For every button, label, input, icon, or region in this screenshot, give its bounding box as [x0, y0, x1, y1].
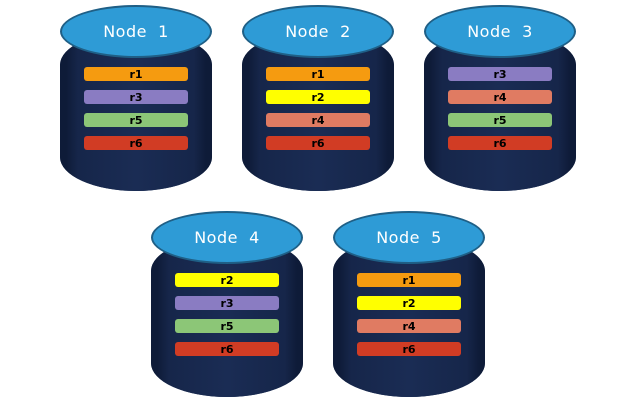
replica-bar[interactable]: r5 [448, 113, 552, 127]
replica-bar[interactable]: r6 [266, 136, 370, 150]
node-label: Node 3 [467, 22, 533, 41]
database-node[interactable]: Node 1 r1 r3 r5 r6 [60, 5, 212, 191]
replica-list: r1 r2 r4 r6 [266, 67, 370, 150]
database-node[interactable]: Node 3 r3 r4 r5 r6 [424, 5, 576, 191]
replica-bar[interactable]: r1 [357, 273, 461, 287]
replica-bar[interactable]: r6 [175, 342, 279, 356]
replica-bar[interactable]: r1 [84, 67, 188, 81]
replica-bar[interactable]: r5 [84, 113, 188, 127]
replica-bar[interactable]: r4 [357, 319, 461, 333]
replica-bar[interactable]: r3 [448, 67, 552, 81]
replica-bar[interactable]: r2 [357, 296, 461, 310]
cylinder-top-ellipse: Node 2 [242, 5, 394, 58]
replica-list: r1 r3 r5 r6 [84, 67, 188, 150]
replica-bar[interactable]: r1 [266, 67, 370, 81]
node-label: Node 1 [103, 22, 169, 41]
replica-bar[interactable]: r3 [175, 296, 279, 310]
replica-bar[interactable]: r6 [357, 342, 461, 356]
cylinder-top-ellipse: Node 1 [60, 5, 212, 58]
node-row-top: Node 1 r1 r3 r5 r6 Node 2 r1 r2 r4 r6 Node 3 r3 r4 r5… [0, 5, 636, 191]
cylinder-top-ellipse: Node 4 [151, 211, 303, 264]
database-node[interactable]: Node 2 r1 r2 r4 r6 [242, 5, 394, 191]
node-label: Node 4 [194, 228, 260, 247]
replica-list: r1 r2 r4 r6 [357, 273, 461, 356]
cylinder-top-ellipse: Node 3 [424, 5, 576, 58]
replica-bar[interactable]: r6 [448, 136, 552, 150]
node-label: Node 5 [376, 228, 442, 247]
node-label: Node 2 [285, 22, 351, 41]
node-row-bottom: Node 4 r2 r3 r5 r6 Node 5 r1 r2 r4 r6 [0, 211, 636, 397]
database-node[interactable]: Node 5 r1 r2 r4 r6 [333, 211, 485, 397]
database-node[interactable]: Node 4 r2 r3 r5 r6 [151, 211, 303, 397]
replica-bar[interactable]: r5 [175, 319, 279, 333]
replica-list: r3 r4 r5 r6 [448, 67, 552, 150]
replica-bar[interactable]: r6 [84, 136, 188, 150]
cylinder-top-ellipse: Node 5 [333, 211, 485, 264]
replica-list: r2 r3 r5 r6 [175, 273, 279, 356]
replica-bar[interactable]: r4 [448, 90, 552, 104]
replica-bar[interactable]: r2 [175, 273, 279, 287]
replica-bar[interactable]: r2 [266, 90, 370, 104]
replica-bar[interactable]: r4 [266, 113, 370, 127]
replica-bar[interactable]: r3 [84, 90, 188, 104]
